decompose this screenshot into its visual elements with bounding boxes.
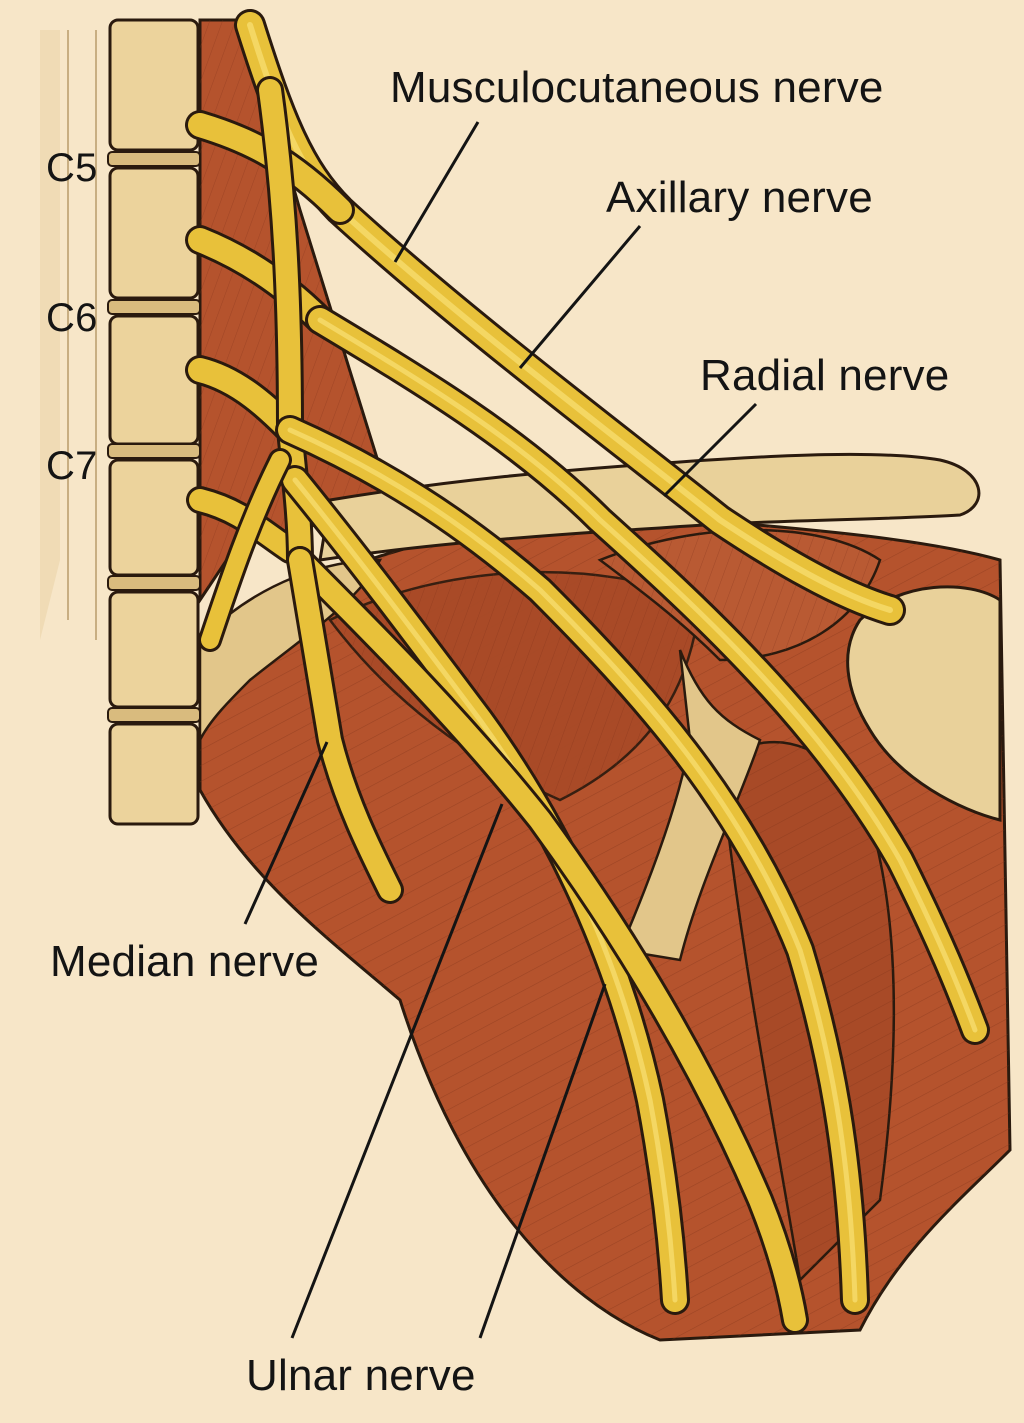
musculocutaneous-nerve-label: Musculocutaneous nerve <box>390 63 884 112</box>
vertebral-column <box>107 18 201 826</box>
humeral-head-bone <box>846 585 1002 822</box>
median-leader <box>243 741 329 925</box>
ulnar-leader-1 <box>290 803 504 1339</box>
label-leader-lines <box>243 121 758 1339</box>
radial-nerve-label: Radial nerve <box>700 351 950 400</box>
neck-shadow <box>40 30 60 640</box>
coracoid-bone <box>618 649 762 962</box>
vertebra-label-c5: C5 <box>46 146 98 190</box>
vertebra-label-c6: C6 <box>46 296 98 340</box>
ulnar-nerve-label: Ulnar nerve <box>246 1351 476 1400</box>
ulnar-leader-2 <box>478 983 607 1339</box>
radial-leader <box>662 402 758 498</box>
median-nerve-label: Median nerve <box>50 937 319 986</box>
vertebra-label-c7: C7 <box>46 444 98 488</box>
axillary-nerve-label: Axillary nerve <box>606 173 873 222</box>
musculocutaneous-leader <box>393 121 480 263</box>
brachial-plexus-nerves <box>185 9 990 1334</box>
axillary-leader <box>518 225 642 369</box>
